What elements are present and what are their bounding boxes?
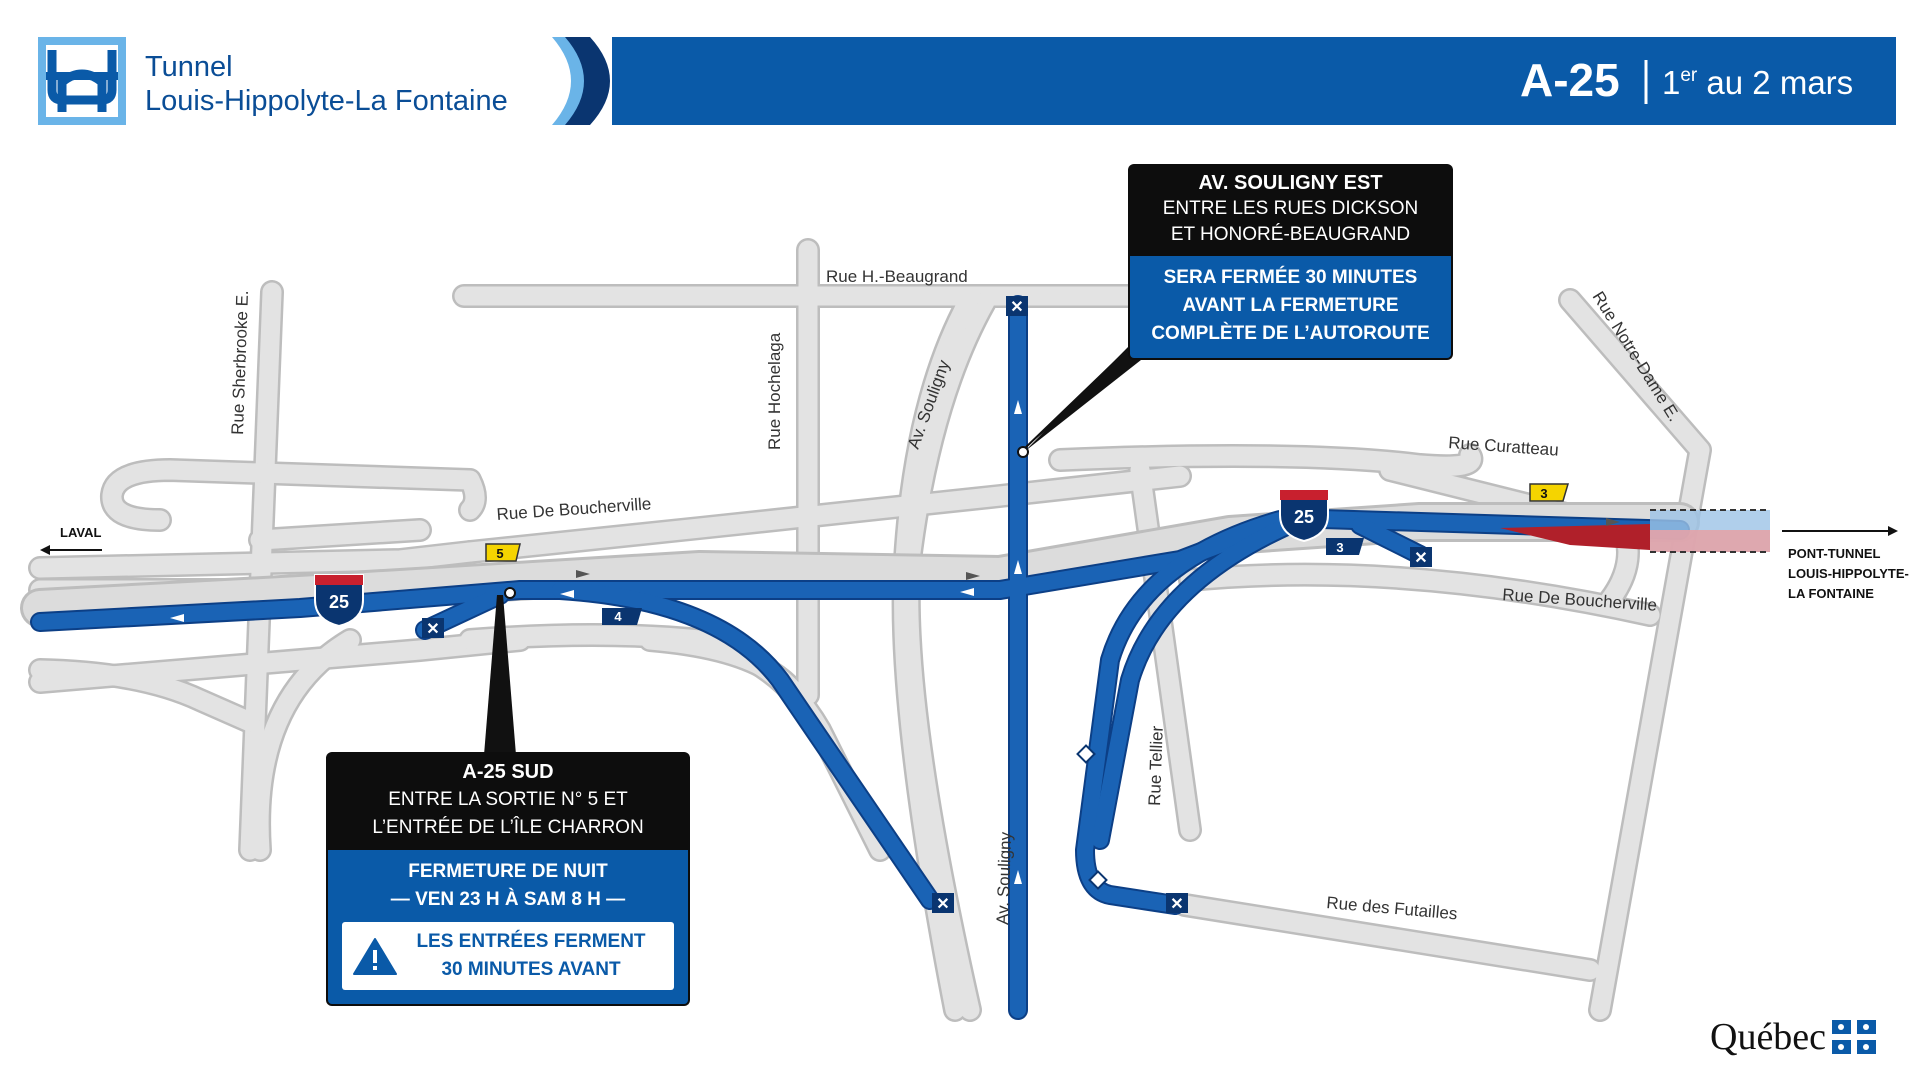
street-label-souligny-bottom: Av. Souligny	[993, 831, 1015, 925]
closed-marker-icon: ✕	[1006, 296, 1028, 316]
header-banner	[552, 37, 1896, 125]
callout-a25-sud: A-25 SUD ENTRE LA SORTIE N° 5 ET L’ENTRÉ…	[326, 752, 690, 1006]
callout-a25-notice-1: FERMETURE DE NUIT	[408, 861, 608, 882]
callout-souligny-header: AV. SOULIGNY EST ENTRE LES RUES DICKSON …	[1128, 164, 1453, 256]
header-date-day: 1	[1662, 64, 1680, 101]
header-route: A-25	[1520, 54, 1620, 106]
callout-a25-warning-2: 30 MINUTES AVANT	[441, 959, 621, 980]
exit-5-tag: 5	[485, 543, 521, 562]
street-label-beaugrand: Rue H.-Beaugrand	[826, 267, 968, 286]
svg-text:PONT-TUNNEL LOUIS-HIPPOL: PONT-TUNNEL LOUIS-HIPPOLYTE- LA FONTAINE	[1788, 546, 1913, 601]
exit-3-blue-tag: 3	[1326, 538, 1364, 555]
laval-label: LAVAL	[60, 525, 101, 540]
warning-icon	[353, 938, 397, 975]
tunnel-logo-icon	[38, 37, 126, 125]
callout-souligny-notice-3: COMPLÈTE DE L’AUTOROUTE	[1151, 323, 1430, 344]
detour-diamond-icon	[1088, 870, 1108, 890]
a25-shield-number-east: 25	[1294, 507, 1314, 527]
closure-markers: ✕ ✕ ✕ ✕ ✕	[422, 296, 1432, 913]
header-date: 1er au 2 mars	[1662, 64, 1853, 101]
callout-souligny-notice-2: AVANT LA FERMETURE	[1182, 295, 1399, 316]
callout-a25-title: A-25 SUD	[462, 761, 554, 783]
street-label-hochelaga: Rue Hochelaga	[765, 332, 784, 450]
exit-3-yellow-tag: 3	[1529, 483, 1570, 502]
callout-souligny: AV. SOULIGNY EST ENTRE LES RUES DICKSON …	[1128, 164, 1453, 360]
closed-marker-icon: ✕	[932, 893, 954, 913]
pont-tunnel-line3: LA FONTAINE	[1788, 586, 1874, 601]
callout-a25-notice: FERMETURE DE NUIT — VEN 23 H À SAM 8 H —…	[326, 850, 690, 1006]
header-date-sup: er	[1680, 65, 1698, 86]
pont-tunnel-line1: PONT-TUNNEL	[1788, 546, 1881, 561]
closure-routes	[30, 295, 1770, 1020]
callout-a25-line2: L’ENTRÉE DE L’ÎLE CHARRON	[372, 817, 644, 838]
exit-4-number: 4	[614, 609, 622, 624]
callout-souligny-notice-1: SERA FERMÉE 30 MINUTES	[1163, 267, 1418, 288]
exit-4-tag: 4	[602, 608, 642, 625]
callout-pointers	[484, 345, 1160, 755]
closed-marker-icon: ✕	[422, 618, 444, 638]
callout-a25-warning: LES ENTRÉES FERMENT 30 MINUTES AVANT	[342, 922, 674, 990]
exit-3-blue-number: 3	[1336, 540, 1343, 555]
callout-a25-line1: ENTRE LA SORTIE N° 5 ET	[388, 789, 628, 810]
direction-arrows	[170, 400, 1620, 884]
svg-text:✕: ✕	[1170, 896, 1183, 913]
callout-souligny-title: AV. SOULIGNY EST	[1198, 172, 1383, 194]
callout-souligny-notice: SERA FERMÉE 30 MINUTES AVANT LA FERMETUR…	[1128, 256, 1453, 360]
callout-a25-header: A-25 SUD ENTRE LA SORTIE N° 5 ET L’ENTRÉ…	[326, 752, 690, 850]
svg-text:✕: ✕	[1010, 299, 1023, 316]
a25-shield-icon: 25	[1279, 489, 1329, 543]
street-label-sherbrooke: Rue Sherbrooke E.	[228, 290, 252, 435]
pont-tunnel-direction: PONT-TUNNEL LOUIS-HIPPOLYTE- LA FONTAINE	[1782, 526, 1913, 601]
header-date-rest: au 2 mars	[1697, 64, 1853, 101]
a25-shield-icon: 25	[314, 574, 364, 628]
callout-souligny-line2: ET HONORÉ-BEAUGRAND	[1170, 224, 1411, 245]
street-label-tellier: Rue Tellier	[1145, 725, 1167, 806]
pont-tunnel-line2: LOUIS-HIPPOLYTE-	[1788, 566, 1909, 581]
callout-souligny-line1: ENTRE LES RUES DICKSON	[1162, 198, 1419, 219]
fleur-de-lis-flag-icon	[1832, 1020, 1877, 1054]
laval-direction: LAVAL	[40, 525, 102, 555]
street-network	[20, 238, 1712, 1022]
exit-5-number: 5	[496, 546, 503, 561]
svg-text:✕: ✕	[936, 896, 949, 913]
svg-text:✕: ✕	[426, 621, 439, 638]
street-label-boucherville-west: Rue De Boucherville	[496, 494, 652, 524]
closed-marker-icon: ✕	[1166, 893, 1188, 913]
callout-a25-notice-2: — VEN 23 H À SAM 8 H —	[390, 889, 626, 910]
closed-marker-icon: ✕	[1410, 547, 1432, 567]
quebec-logo: Québec	[1710, 1015, 1877, 1059]
detour-diamond-icon	[1076, 744, 1096, 764]
exit-3-yellow-number: 3	[1540, 486, 1547, 501]
a25-shield-number: 25	[329, 592, 349, 612]
header-title-line2: Louis-Hippolyte-La Fontaine	[145, 85, 508, 117]
header-title-line1: Tunnel	[145, 51, 233, 83]
quebec-logo-text: Québec	[1710, 1016, 1827, 1058]
callout-a25-warning-1: LES ENTRÉES FERMENT	[416, 931, 646, 952]
street-label-notre-dame: Rue Notre-Dame E.	[1589, 288, 1684, 425]
svg-text:✕: ✕	[1414, 550, 1427, 567]
